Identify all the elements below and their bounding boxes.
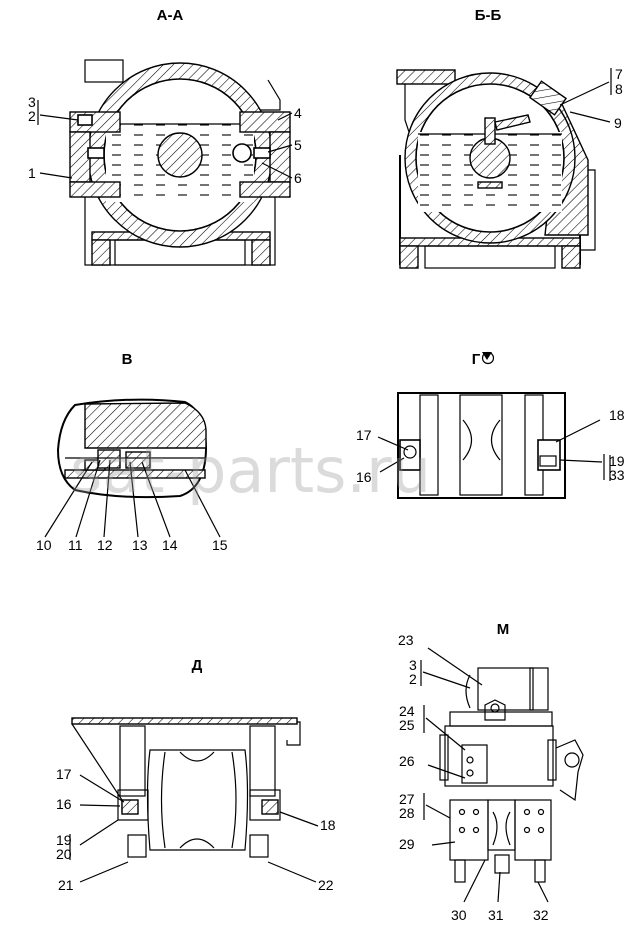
view-m-title: М (497, 621, 510, 638)
view-aa-drawing (69, 59, 291, 266)
callout-19: 19 (609, 453, 625, 469)
callout-2: 2 (28, 108, 36, 124)
view-d-title: Д (192, 657, 203, 674)
view-bb-leaders (559, 68, 612, 123)
view-aa-title: А-А (157, 7, 184, 24)
callout-14: 14 (162, 537, 178, 553)
view-v-leaders (44, 459, 221, 538)
callout-28: 28 (399, 805, 415, 821)
callout-19: 19 (56, 832, 72, 848)
view-m: М (398, 621, 584, 923)
callout-27: 27 (399, 791, 415, 807)
callout-25: 25 (399, 717, 415, 733)
callout-13: 13 (132, 537, 148, 553)
callout-23: 23 (398, 632, 414, 648)
view-g-drawing (397, 392, 566, 499)
view-d: Д 17 16 19 20 (56, 657, 336, 893)
callout-26: 26 (399, 753, 415, 769)
view-v-drawing (56, 398, 208, 499)
view-g-leaders (377, 419, 605, 480)
watermark: sat-parts.ru (70, 434, 431, 507)
view-g-title: Г (472, 351, 481, 368)
callout-20: 20 (56, 846, 72, 862)
callout-6: 6 (294, 170, 302, 186)
callout-18: 18 (320, 817, 336, 833)
callout-17: 17 (56, 766, 72, 782)
callout-29: 29 (399, 836, 415, 852)
callout-16: 16 (356, 469, 372, 485)
view-direction-icon (481, 351, 495, 365)
view-aa-leaders (37, 100, 293, 179)
callout-3: 3 (28, 94, 36, 110)
view-v: В 10 11 12 13 14 15 (36, 351, 228, 553)
callout-10: 10 (36, 537, 52, 553)
callout-4: 4 (294, 105, 302, 121)
view-bb-drawing (396, 69, 596, 269)
view-m-drawing (439, 667, 584, 883)
callout-11: 11 (68, 537, 83, 553)
callout-31: 31 (488, 907, 504, 923)
view-v-title: В (122, 351, 133, 368)
callout-18: 18 (609, 407, 625, 423)
view-aa: А-А (28, 7, 302, 266)
callout-22: 22 (318, 877, 334, 893)
callout-3: 3 (409, 657, 417, 673)
view-m-leaders (420, 647, 549, 903)
callout-33: 33 (609, 467, 625, 483)
callout-1: 1 (28, 165, 36, 181)
view-bb-title: Б-Б (475, 7, 502, 24)
callout-2: 2 (409, 671, 417, 687)
view-bb: Б-Б 7 8 9 (396, 7, 623, 269)
callout-21: 21 (58, 877, 74, 893)
callout-24: 24 (399, 703, 415, 719)
callout-15: 15 (212, 537, 228, 553)
view-d-drawing (71, 717, 301, 858)
view-d-leaders (69, 774, 319, 883)
callout-5: 5 (294, 137, 302, 153)
callout-32: 32 (533, 907, 549, 923)
callout-12: 12 (97, 537, 113, 553)
callout-16: 16 (56, 796, 72, 812)
callout-8: 8 (615, 81, 623, 97)
callout-7: 7 (615, 66, 623, 82)
callout-9: 9 (614, 115, 622, 131)
callout-30: 30 (451, 907, 467, 923)
callout-17: 17 (356, 427, 372, 443)
view-g: Г 17 16 18 19 33 (356, 351, 625, 499)
